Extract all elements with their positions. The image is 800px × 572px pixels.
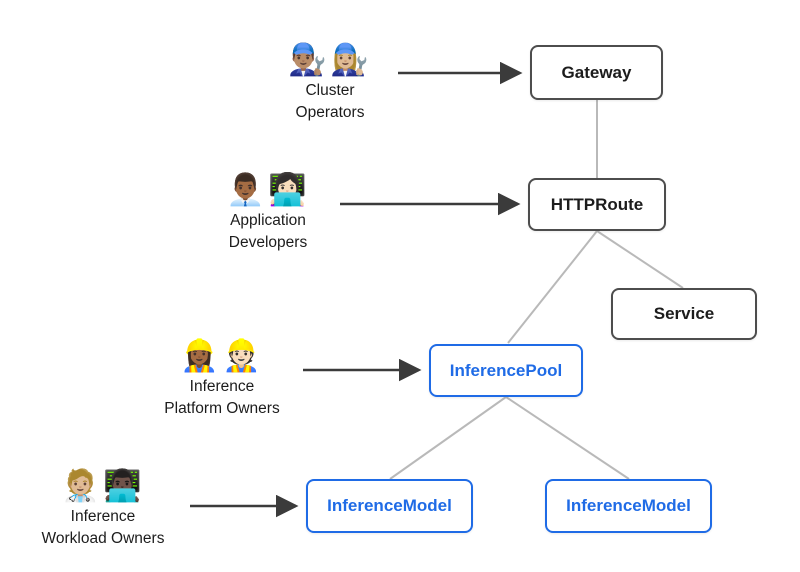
persona-label-line1: Cluster bbox=[305, 82, 355, 99]
node-inferencemodel-label: InferenceModel bbox=[566, 496, 691, 515]
edge-httproute-service bbox=[596, 230, 684, 289]
persona-inference-platform-owners: 👷🏾‍♀️👷🏻 Inference Platform Owners bbox=[137, 336, 307, 419]
persona-label-line1: Application bbox=[230, 212, 306, 229]
node-inferencemodel-label: InferenceModel bbox=[327, 496, 452, 515]
node-inferencepool: InferencePool bbox=[429, 344, 583, 397]
inference-workload-owners-emoji-icon: 🧑🏼‍⚕️👨🏿‍💻 bbox=[61, 468, 145, 503]
edge-httproute-inferencepool bbox=[507, 230, 598, 344]
persona-cluster-operators: 👨🏽‍🔧👩🏼‍🔧 Cluster Operators bbox=[245, 40, 415, 123]
node-inferencemodel-left: InferenceModel bbox=[306, 479, 473, 533]
node-gateway-label: Gateway bbox=[561, 62, 632, 82]
inference-platform-owners-emoji-icon: 👷🏾‍♀️👷🏻 bbox=[180, 338, 264, 373]
node-inferencemodel-right: InferenceModel bbox=[545, 479, 712, 533]
application-developers-emoji-icon: 👨🏾‍💼👩🏻‍💻 bbox=[226, 172, 310, 207]
persona-inference-workload-owners: 🧑🏼‍⚕️👨🏿‍💻 Inference Workload Owners bbox=[18, 466, 188, 549]
node-httproute: HTTPRoute bbox=[528, 178, 666, 231]
cluster-operators-emoji-icon: 👨🏽‍🔧👩🏼‍🔧 bbox=[288, 42, 372, 77]
node-service: Service bbox=[611, 288, 757, 340]
persona-application-developers: 👨🏾‍💼👩🏻‍💻 Application Developers bbox=[183, 170, 353, 253]
persona-label-line2: Developers bbox=[228, 233, 308, 251]
persona-label-line1: Inference bbox=[70, 508, 136, 525]
node-inferencepool-label: InferencePool bbox=[449, 360, 563, 380]
node-service-label: Service bbox=[653, 304, 715, 323]
persona-label-line2: Operators bbox=[295, 103, 365, 121]
edge-inferencepool-inferencemodel-right bbox=[505, 396, 630, 480]
persona-label-line2: Platform Owners bbox=[164, 399, 280, 417]
node-gateway: Gateway bbox=[530, 45, 663, 100]
persona-label-line1: Inference bbox=[189, 378, 255, 395]
node-httproute-label: HTTPRoute bbox=[550, 194, 644, 214]
edge-inferencepool-inferencemodel-left bbox=[389, 396, 507, 480]
persona-label-line2: Workload Owners bbox=[41, 529, 165, 547]
